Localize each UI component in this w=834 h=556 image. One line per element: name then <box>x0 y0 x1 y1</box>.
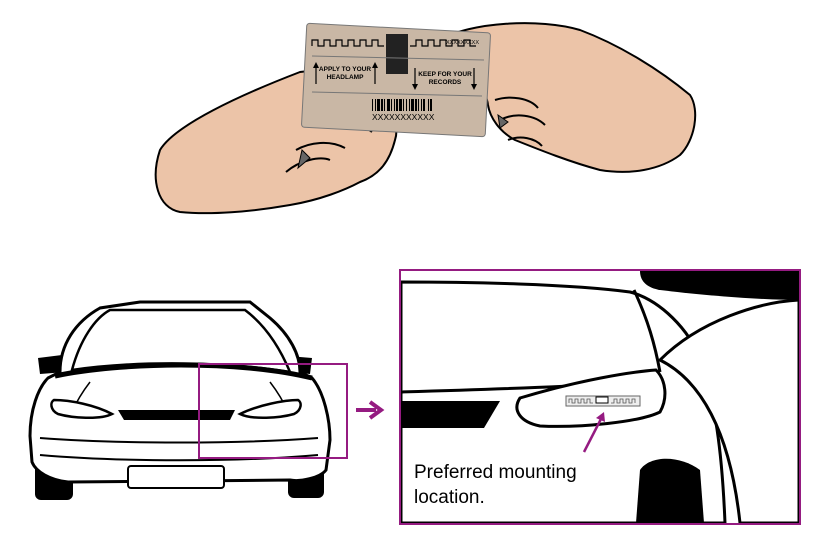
apply-label-line1: APPLY TO YOUR <box>319 66 371 73</box>
barcode-bar <box>396 99 398 111</box>
barcode-bar <box>377 99 380 111</box>
chip-icon <box>386 34 408 74</box>
keep-label-line1: KEEP FOR YOUR <box>418 71 472 78</box>
up-arrow-icon <box>313 62 378 84</box>
barcode-bar <box>411 99 414 111</box>
caption-line2: location. <box>414 487 485 508</box>
antenna-trace <box>311 39 476 47</box>
pointer-arrow-icon <box>582 412 605 453</box>
barcode-bar <box>421 99 422 111</box>
barcode-bar <box>381 99 383 111</box>
barcode-bar <box>418 99 419 111</box>
rfid-tag-card: APPLY TO YOUR HEADLAMP KEEP FOR YOUR REC… <box>301 22 491 138</box>
right-headlamp <box>237 398 302 419</box>
barcode-bar <box>391 99 392 111</box>
barcode-bar <box>372 99 373 111</box>
arrow-right-icon <box>356 400 385 420</box>
barcode-bar <box>399 99 402 111</box>
license-plate <box>127 465 225 489</box>
right-hand <box>438 22 697 173</box>
barcode-bar <box>384 99 385 111</box>
left-headlamp <box>50 398 115 419</box>
barcode <box>372 99 432 111</box>
down-arrow-icon <box>412 68 477 90</box>
zoomed-headlamp-panel: Preferred mounting location. <box>399 269 801 525</box>
mounted-tag <box>565 395 641 407</box>
barcode-bar <box>415 99 417 111</box>
barcode-bar <box>428 99 429 111</box>
barcode-bar <box>387 99 390 111</box>
barcode-bar <box>403 99 404 111</box>
caption-line1: Preferred mounting <box>414 462 577 483</box>
keep-label-line2: RECORDS <box>429 79 462 86</box>
car-front-illustration <box>28 300 348 500</box>
barcode-bar <box>430 99 432 111</box>
apply-label-line2: HEADLAMP <box>327 74 364 81</box>
barcode-bar <box>409 99 410 111</box>
barcode-bar <box>406 99 407 111</box>
barcode-bar <box>423 99 425 111</box>
headlamp-highlight-box <box>198 363 348 459</box>
barcode-bar <box>375 99 376 111</box>
barcode-text: XXXXXXXXXXX <box>372 112 435 122</box>
barcode-bar <box>394 99 395 111</box>
tag-corner-code: XXXXXXXXX <box>446 40 479 46</box>
